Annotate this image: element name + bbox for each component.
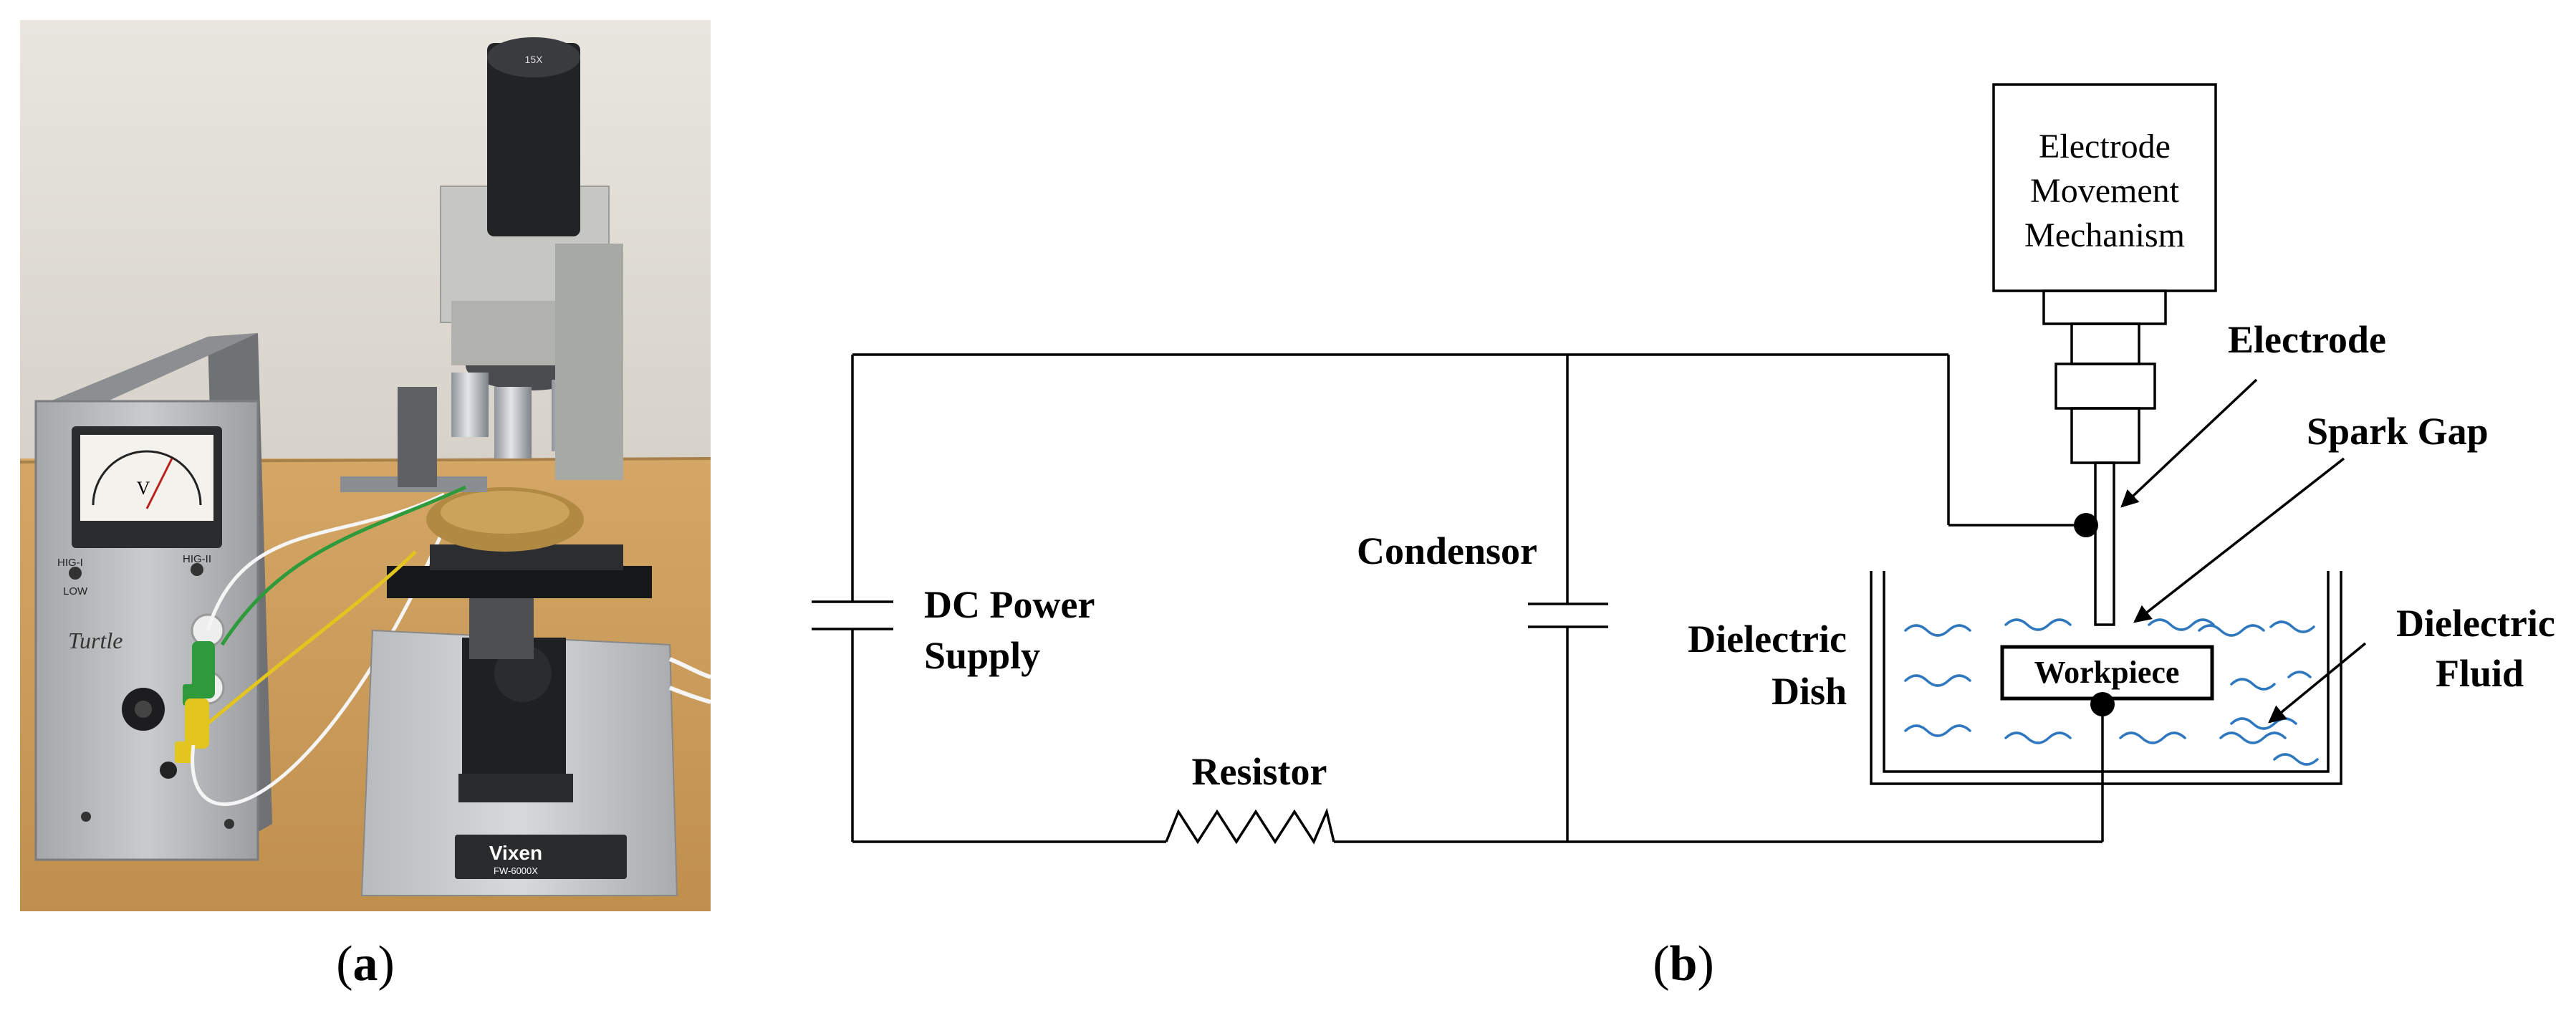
microscope-brand-plate — [455, 835, 627, 879]
dielectric-fluid-arrow — [2268, 642, 2367, 724]
circuit-wires — [851, 353, 2104, 845]
mechanism-label-line2: Movement — [2030, 172, 2180, 210]
resistor-label: Resistor — [1192, 750, 1327, 793]
microscope-model: FW-6000X — [494, 865, 538, 876]
dielectric-fluid-label-line2: Fluid — [2436, 652, 2524, 695]
dc-power-label-line1: DC Power — [924, 583, 1095, 626]
switch-right-top-label: HIG-II — [183, 553, 211, 565]
microscope: Vixen FW-6000X — [206, 37, 678, 896]
electrode-rod — [2094, 461, 2115, 626]
panel-a-photo: V HIG-I LOW HIG-II Turtle — [19, 20, 711, 911]
workpiece-connection-node — [2090, 692, 2115, 716]
caption-b: (b) — [1653, 936, 1714, 992]
eyepiece-mark: 15X — [525, 54, 544, 65]
yellow-clip — [185, 698, 209, 749]
electrode-holder — [2042, 289, 2167, 464]
spark-gap-arrow — [2133, 457, 2345, 623]
dielectric-fluid-waves — [1904, 618, 2319, 766]
electrode-movement-mechanism: Electrode Movement Mechanism — [1992, 83, 2217, 292]
electrode-arrow — [2120, 378, 2258, 508]
microscope-stage — [387, 566, 652, 598]
workpiece-label: Workpiece — [2034, 655, 2180, 690]
microscope-eyepiece — [487, 43, 580, 236]
condensor-symbol — [1528, 602, 1608, 628]
electrode-label: Electrode — [2228, 318, 2386, 361]
panel-b-schematic: Electrode Movement Mechanism — [812, 83, 2555, 845]
dielectric-dish-label-line1: Dielectric — [1688, 618, 1847, 661]
dc-power-supply-symbol — [812, 600, 893, 630]
switch-left-top-label: HIG-I — [57, 557, 83, 569]
mechanism-label-line3: Mechanism — [2024, 216, 2185, 254]
resistor-symbol — [1165, 807, 1335, 845]
spark-gap-label: Spark Gap — [2307, 410, 2489, 453]
condensor-label: Condensor — [1357, 529, 1537, 572]
dc-power-label-line2: Supply — [924, 634, 1040, 677]
caption-a: (a) — [336, 936, 395, 992]
power-supply-unit: V HIG-I LOW HIG-II Turtle — [34, 333, 272, 861]
mechanism-label-line1: Electrode — [2039, 128, 2171, 165]
microscope-brand: Vixen — [489, 842, 542, 864]
workpiece: Workpiece — [2000, 645, 2214, 701]
electrode-connection-node — [2074, 513, 2098, 537]
dielectric-fluid-label-line1: Dielectric — [2396, 602, 2555, 645]
dielectric-dish — [1870, 571, 2342, 785]
dielectric-dish-label-line2: Dish — [1772, 670, 1847, 713]
switch-left-bottom-label: LOW — [63, 585, 88, 597]
voltmeter-scale-label: V — [137, 478, 150, 499]
brand-script-label: Turtle — [68, 628, 122, 653]
